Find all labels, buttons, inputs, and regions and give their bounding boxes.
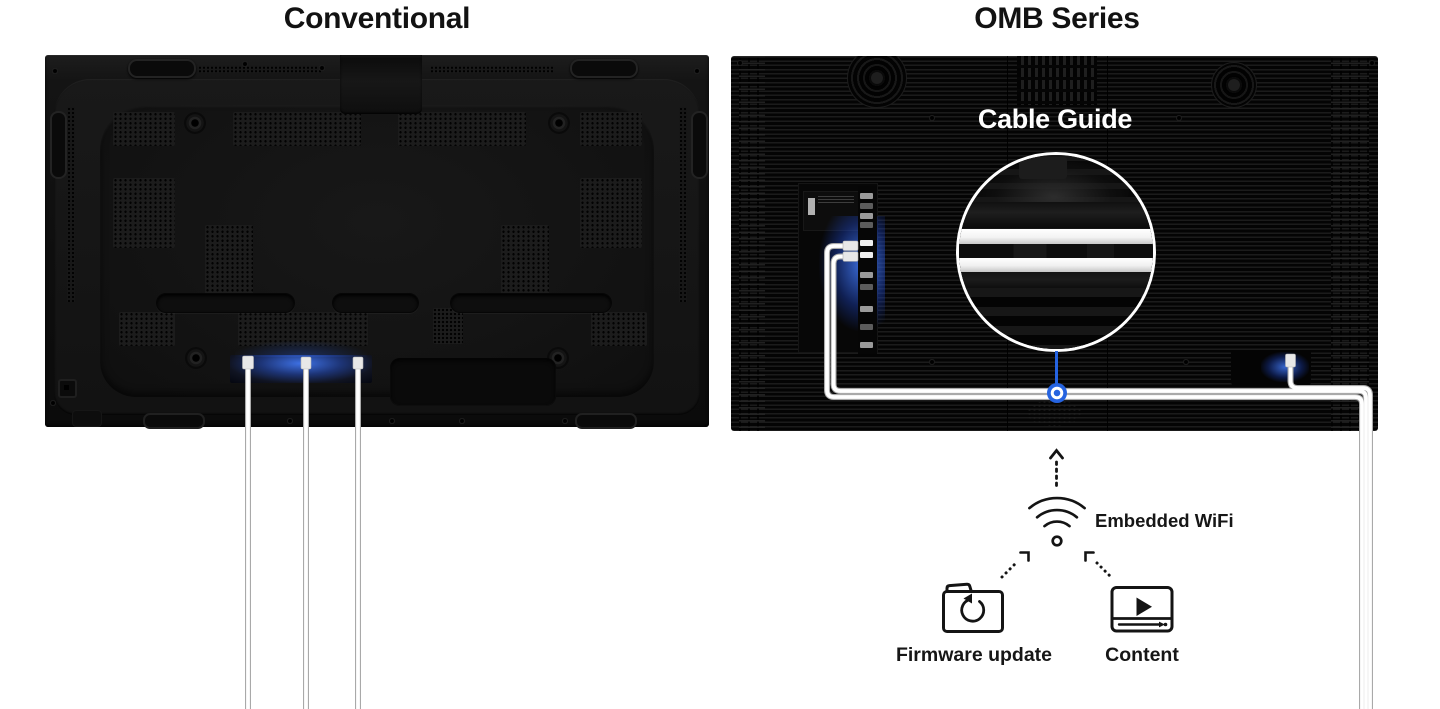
side-handle-left xyxy=(50,111,67,179)
vent-grid xyxy=(580,178,642,248)
vent-grid xyxy=(398,112,526,146)
dotted-arrow-left xyxy=(1000,561,1018,579)
recessed-groove xyxy=(156,293,295,313)
screw xyxy=(459,418,465,424)
top-vent-strip-left xyxy=(198,66,322,73)
recessed-groove xyxy=(450,293,612,313)
right-port-glow xyxy=(1261,352,1309,382)
screw xyxy=(1183,359,1189,365)
screw xyxy=(389,418,395,424)
screw xyxy=(242,61,248,67)
dotted-arrow-right xyxy=(1095,561,1113,579)
connector xyxy=(860,203,873,209)
screw xyxy=(287,418,293,424)
side-handle-right xyxy=(691,111,708,179)
edge-vent-column-left xyxy=(739,56,765,431)
folder-tab xyxy=(945,582,973,593)
cooling-fan xyxy=(847,56,907,108)
refresh-arrow-arc xyxy=(960,598,986,623)
magnified-bracket xyxy=(1019,157,1067,179)
speaker-vent xyxy=(433,308,463,344)
screw xyxy=(1369,60,1375,66)
cable-guide-label: Cable Guide xyxy=(977,104,1133,134)
conventional-display-rear xyxy=(45,55,709,429)
bottom-connector xyxy=(72,410,102,427)
rear-recessed-panel xyxy=(100,105,654,397)
conventional-title: Conventional xyxy=(283,2,471,35)
magnified-cable-1 xyxy=(959,229,1153,244)
vesa-screw-boss xyxy=(184,112,206,134)
folder-refresh-icon xyxy=(942,590,1004,633)
vent-grid xyxy=(113,178,175,248)
wifi-icon xyxy=(1051,535,1063,547)
screw xyxy=(319,65,325,71)
magnified-channel xyxy=(959,202,1153,228)
play-triangle xyxy=(1136,597,1152,616)
connector xyxy=(860,222,873,228)
wifi-arc-middle xyxy=(1035,508,1079,519)
magnified-channel xyxy=(959,272,1153,288)
connector xyxy=(860,324,873,330)
connector-column xyxy=(858,186,877,354)
connector xyxy=(860,272,873,278)
bottom-round-vent xyxy=(1027,400,1081,426)
connector xyxy=(860,213,873,219)
vesa-screw-boss xyxy=(548,112,570,134)
center-vent-block xyxy=(1017,56,1097,105)
connector xyxy=(860,284,873,290)
cooling-fan xyxy=(1211,62,1257,108)
edge-vent-column-right xyxy=(1331,56,1369,431)
vent-grid xyxy=(501,225,549,303)
wifi-diagram xyxy=(942,448,1174,633)
bottom-handle-right xyxy=(575,413,637,429)
side-vent-strip-left xyxy=(67,107,75,302)
top-vent-strip-right xyxy=(430,66,554,73)
magnifier-pointer-line xyxy=(1055,351,1058,385)
screw xyxy=(562,418,568,424)
wifi-arc-outer xyxy=(1028,496,1086,510)
cable-guide-blue-marker xyxy=(1047,383,1067,403)
screw xyxy=(1176,115,1182,121)
conventional-port-recess xyxy=(230,355,372,383)
magnified-slats-lower xyxy=(959,288,1153,349)
power-switch xyxy=(58,379,77,398)
side-vent-strip-right xyxy=(679,107,687,302)
progress-end-dot xyxy=(1163,622,1168,627)
vent-grid xyxy=(113,112,175,146)
vent-grid xyxy=(233,112,361,146)
connector xyxy=(860,193,873,199)
screw xyxy=(52,68,58,74)
screw xyxy=(929,115,935,121)
magnified-channel-gap xyxy=(959,244,1153,258)
vesa-screw-boss xyxy=(185,347,207,369)
top-handle-left xyxy=(128,59,196,78)
vent-grid xyxy=(205,225,253,303)
magnified-cable-2 xyxy=(959,258,1153,272)
omb-series-title: OMB Series xyxy=(974,2,1140,35)
vent-grid xyxy=(238,312,368,346)
screw xyxy=(694,68,700,74)
connector xyxy=(860,342,873,348)
wall-mount-bracket xyxy=(340,55,422,114)
screw xyxy=(737,60,743,66)
recessed-groove xyxy=(332,293,419,313)
cable-guide-magnifier-circle xyxy=(956,152,1156,352)
vent-grid xyxy=(580,112,642,146)
connector-plugged xyxy=(860,252,873,258)
corner-arrow-head-left xyxy=(1019,551,1030,562)
vent-grid xyxy=(591,312,647,346)
wifi-arc-inner xyxy=(1043,520,1071,528)
ac-inlet-bay xyxy=(390,358,556,406)
connector-plugged xyxy=(860,240,873,246)
bottom-handle-left xyxy=(143,413,205,429)
screw xyxy=(929,359,935,365)
screw xyxy=(50,400,56,406)
connector xyxy=(860,306,873,312)
corner-arrow-head-right xyxy=(1084,551,1095,562)
up-arrow-head xyxy=(1049,448,1064,460)
port-glow-spill xyxy=(235,341,367,357)
top-handle-right xyxy=(570,59,638,78)
vent-grid xyxy=(119,312,175,346)
